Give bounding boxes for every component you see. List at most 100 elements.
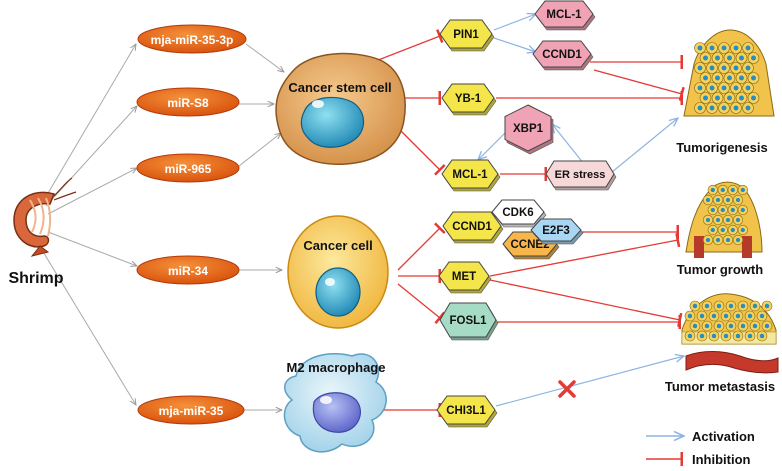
tumor-cell-nucleus	[735, 197, 741, 203]
target-label: PIN1	[453, 29, 479, 41]
target-label: CDK6	[502, 207, 533, 219]
act-xbp1-mcl1	[478, 129, 509, 160]
cancer-cell: Cancer cell	[287, 215, 389, 329]
act-pin1-mcl1	[493, 14, 536, 31]
tumor-cell-nucleus	[704, 303, 710, 309]
tumor-cell-nucleus	[721, 85, 727, 91]
tumor-cell-nucleus	[709, 65, 715, 71]
tumor-cell-nucleus	[709, 105, 715, 111]
mirna-mja-mir-35: mja-miR-35	[137, 395, 245, 425]
tumor-cell-nucleus	[745, 85, 751, 91]
inhib-cc-fosl1	[397, 283, 446, 325]
tumor-cell-nucleus	[740, 323, 746, 329]
activation-lines	[478, 14, 684, 407]
tumorigenesis-tumor-icon	[683, 29, 775, 117]
tumor-cell-nucleus	[751, 95, 756, 101]
target-hexagon	[436, 395, 496, 425]
tumor-cell-nucleus	[720, 207, 725, 213]
tumor-cell-nucleus	[752, 323, 758, 329]
target-hexagon	[441, 159, 499, 189]
target-yb1: YB-1	[441, 83, 497, 116]
tumor-cell-nucleus	[725, 217, 731, 223]
cancer-stem-cell-label: Cancer stem cell	[288, 80, 391, 95]
tumor-cell-nucleus	[710, 227, 715, 233]
target-label: CCNE2	[511, 239, 550, 251]
target-met: MET	[438, 261, 492, 294]
target-label: YB-1	[455, 93, 482, 105]
tumor-cell-nucleus	[697, 105, 703, 111]
tumor-cell-nucleus	[704, 323, 710, 329]
tumor-cell-nucleus	[705, 217, 711, 223]
tumor-cell-nucleus	[699, 313, 705, 319]
tumorigenesis-label: Tumorigenesis	[676, 140, 768, 155]
tumor-cell-nucleus	[728, 303, 734, 309]
tumor-metastasis-icon	[681, 293, 779, 374]
target-cdk6: CDK6	[491, 199, 547, 228]
tumor-cell-nucleus	[715, 55, 720, 61]
target-hexagon	[491, 199, 545, 225]
tumor-cell-nucleus	[721, 65, 727, 71]
tumor-cell-nucleus	[705, 237, 711, 243]
mirna-to-cell-arrows	[238, 43, 284, 410]
target-label: E2F3	[542, 225, 570, 237]
act-er-tumorigenesis	[611, 118, 678, 173]
tumor-growth-label: Tumor growth	[677, 262, 763, 277]
tumor-cell-nucleus	[735, 237, 741, 243]
tumor-cell-nucleus	[697, 85, 703, 91]
mirna-mir-s8: miR-S8	[136, 87, 240, 117]
tumor-cell-nucleus	[715, 197, 721, 203]
tumor-cell-nucleus	[735, 333, 741, 339]
tumor-cell-nucleus	[720, 187, 725, 193]
tumor-cell-nucleus	[716, 303, 722, 309]
arrow-shrimp-mir-34	[47, 231, 137, 266]
shrimp-to-mirna-arrows	[41, 44, 137, 405]
target-chi3l1: CHI3L1	[436, 395, 498, 428]
tumor-cell-nucleus	[711, 333, 717, 339]
tumor-cell-nucleus	[692, 323, 698, 329]
target-hexagon	[532, 40, 592, 68]
tumor-cell-nucleus	[710, 207, 715, 213]
target-xbp1: XBP1	[504, 104, 554, 155]
tumor-cell-nucleus	[692, 303, 698, 309]
mirna-mir-34: miR-34	[136, 255, 240, 285]
tumor-cell-nucleus	[747, 333, 753, 339]
target-hexagon	[504, 104, 552, 152]
arrow-shrimp-mir-s8	[45, 106, 137, 207]
tumor-cell-cluster	[702, 184, 748, 246]
shrimp-label: Shrimp	[8, 270, 63, 287]
tumor-cell-nucleus	[715, 237, 721, 243]
target-hexagon	[530, 218, 582, 242]
tumor-cell-nucleus	[710, 187, 715, 193]
tumor-metastasis-label: Tumor metastasis	[665, 379, 775, 394]
tumor-cell-nucleus	[740, 187, 745, 193]
tumor-cell-nucleus	[705, 197, 711, 203]
tumor-cell-nucleus	[733, 105, 739, 111]
tumor-cell-nucleus	[711, 313, 717, 319]
mirna-label: mja-miR-35	[159, 404, 224, 418]
inhib-mcl1-tumorigenesis	[593, 69, 685, 102]
tumor-cell-nucleus	[730, 187, 735, 193]
target-er: ER stress	[545, 160, 617, 191]
tumor-cell-nucleus	[735, 313, 741, 319]
tumor-cell-nucleus	[716, 323, 722, 329]
inhib-csc-mcl1	[397, 127, 446, 176]
tumor-cell-nucleus	[733, 65, 739, 71]
inhib-met-growth	[489, 232, 681, 277]
tumor-cell-nucleus	[687, 333, 693, 339]
tumor-cell-nucleus	[730, 207, 735, 213]
target-label: MCL-1	[546, 9, 582, 21]
inhibition-lines	[367, 29, 685, 417]
tumor-cell-nucleus	[752, 303, 758, 309]
target-e2f3: E2F3	[530, 218, 584, 245]
m2-macrophage: M2 macrophage	[283, 353, 387, 453]
tumor-cell-nucleus	[703, 55, 708, 61]
legend-activation-label: Activation	[692, 429, 755, 444]
inhib-met-metastasis	[489, 279, 683, 328]
arrow-mir-965-csc	[238, 133, 281, 167]
cancer-cell-label: Cancer cell	[303, 238, 372, 253]
tumor-cell-nucleus	[723, 313, 729, 319]
arrow-shrimp-mja-mir-35	[41, 249, 136, 405]
tumor-cell-nucleus	[727, 75, 732, 81]
